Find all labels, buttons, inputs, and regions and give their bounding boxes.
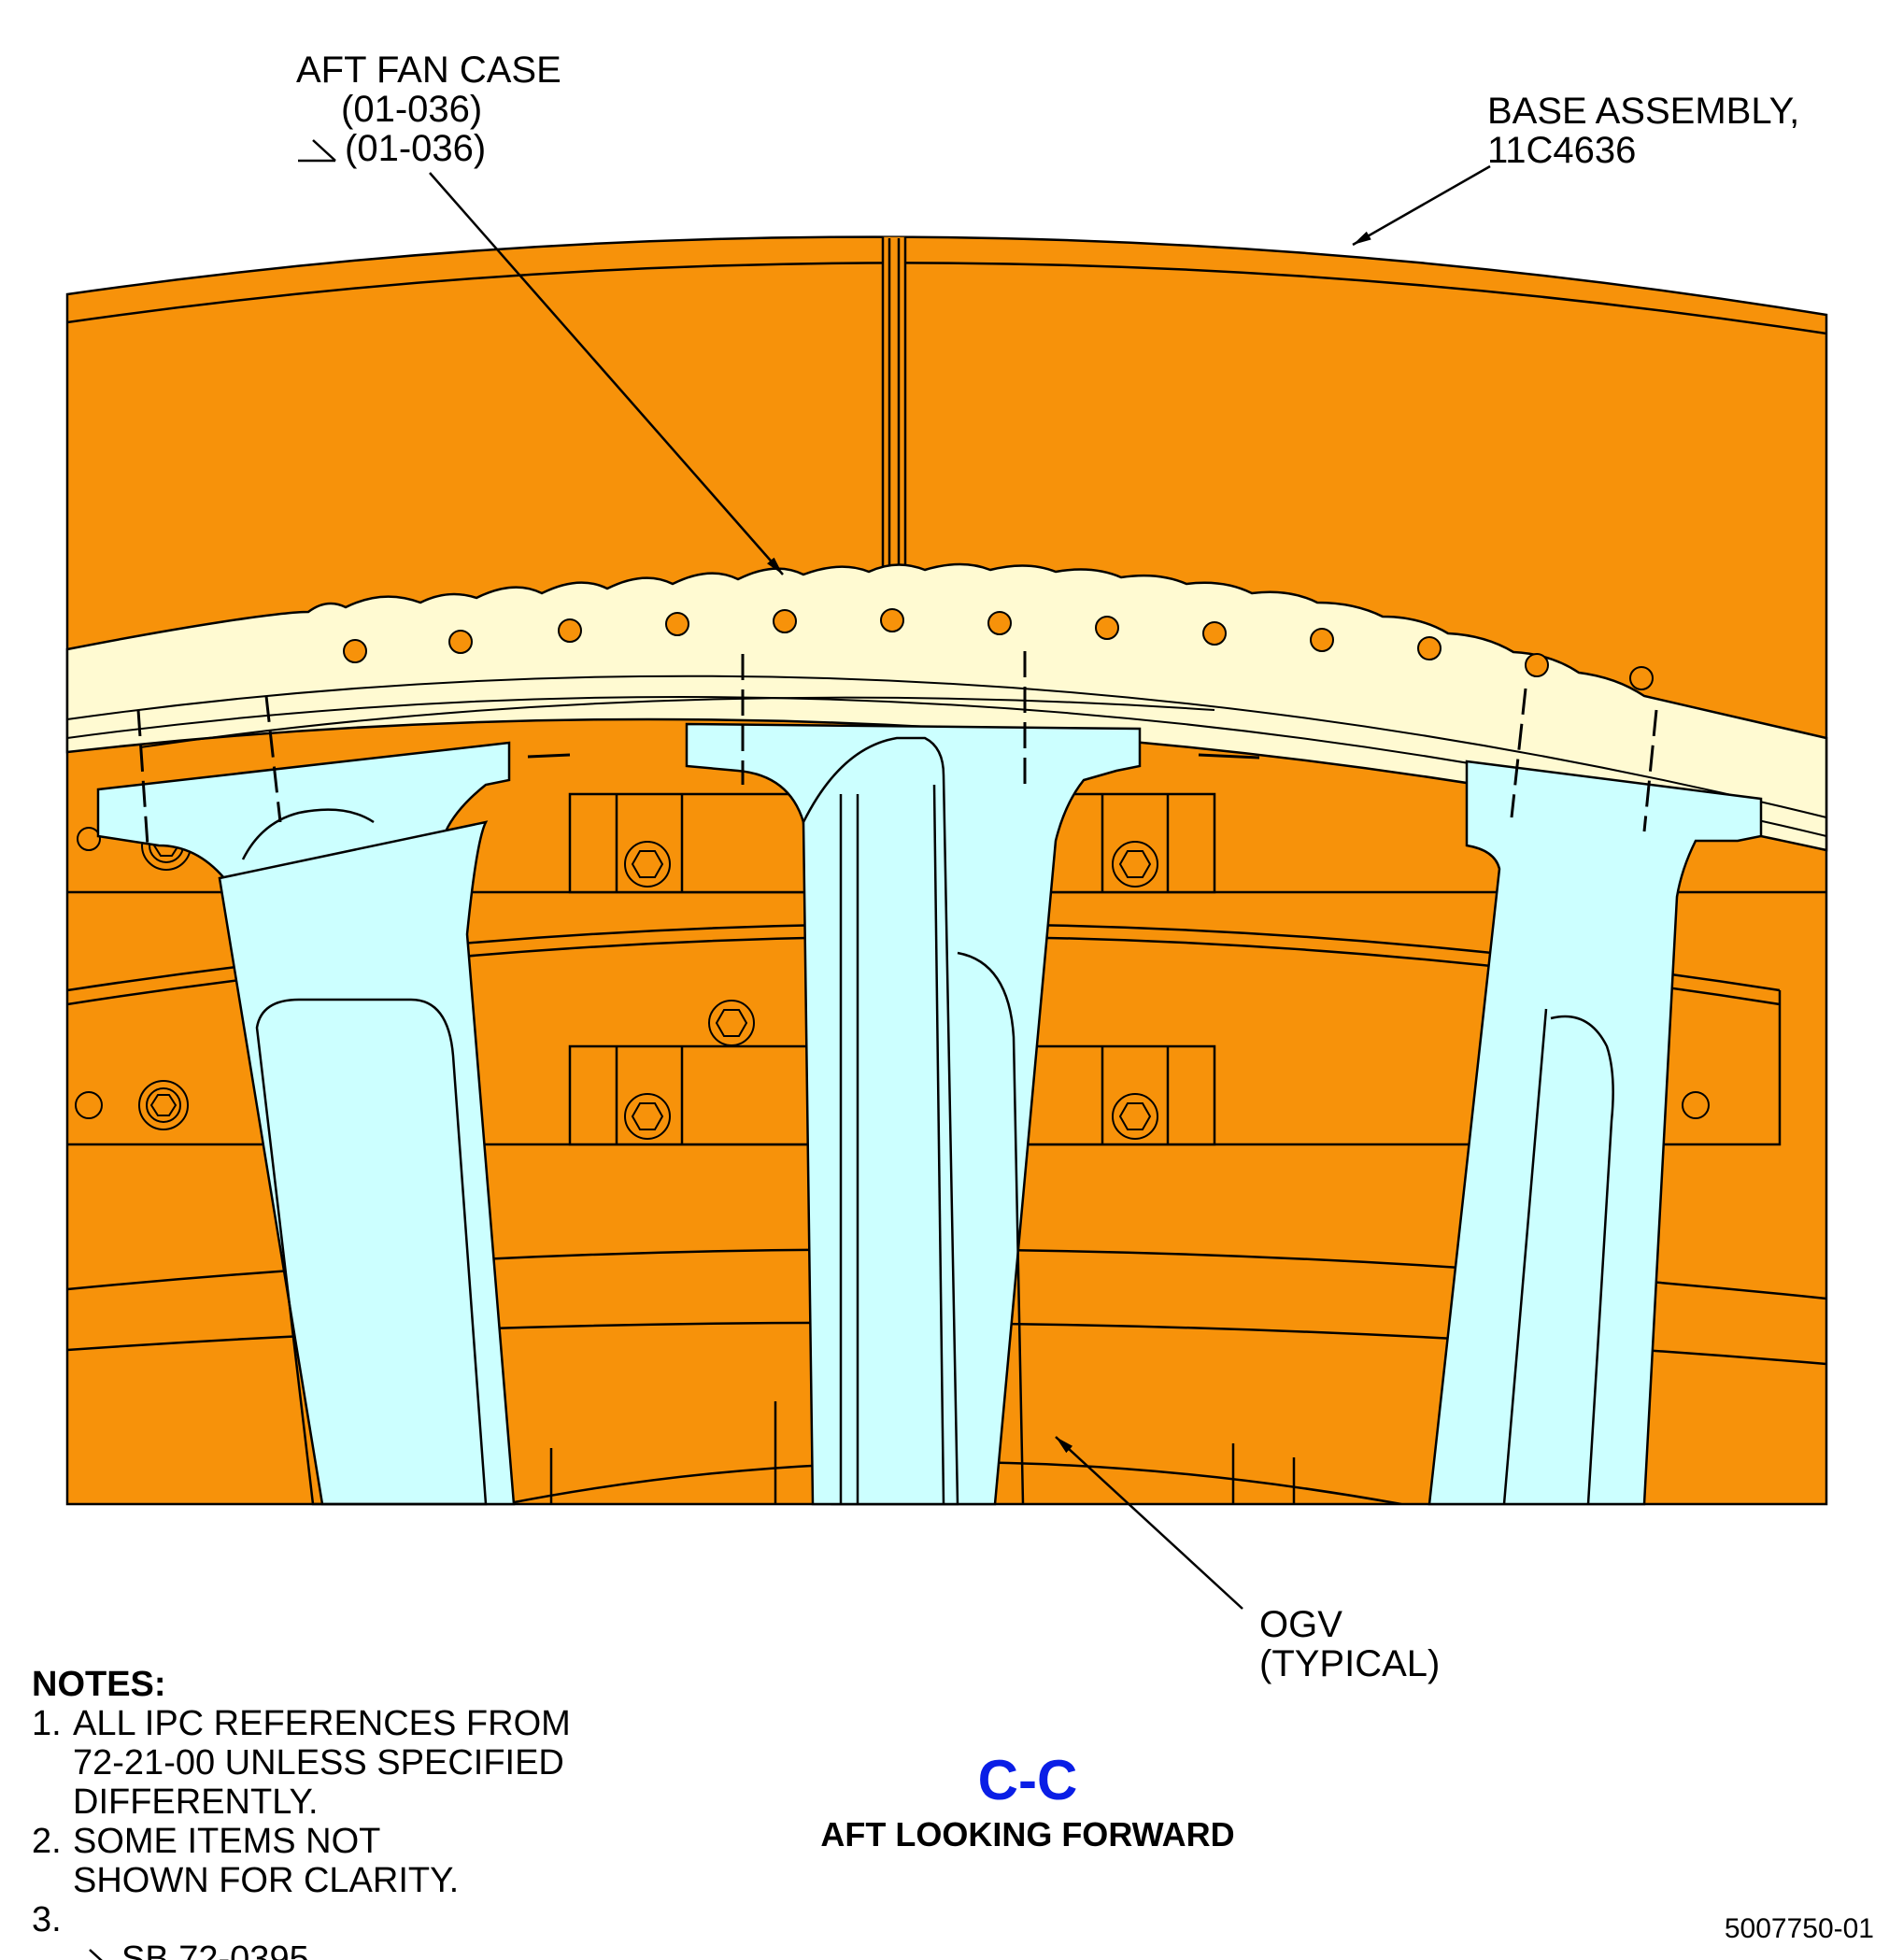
section-subtitle: AFT LOOKING FORWARD	[820, 1815, 1235, 1853]
sb-delta-icon	[298, 139, 336, 163]
flange-bolt-holes	[343, 608, 1654, 690]
notes-block: NOTES: 1. ALL IPC REFERENCES FROM 72-21-…	[32, 1665, 571, 1960]
aft-fan-case-ref: (01-036)	[341, 89, 483, 130]
base-assembly-callout: BASE ASSEMBLY, 11C4636	[1487, 92, 1799, 170]
sb-delta-icon	[89, 1949, 103, 1960]
ogv-vane-center	[685, 722, 1142, 1506]
note-number: 3.	[32, 1900, 62, 1939]
leader-base-assembly	[1352, 164, 1491, 247]
fan-case-flange	[65, 562, 1828, 852]
ogv-label: OGV	[1259, 1604, 1342, 1645]
section-title: C-C	[977, 1749, 1078, 1811]
stiffener-rib	[881, 236, 907, 581]
base-assembly-part-number: 11C4636	[1487, 130, 1637, 171]
ogv-qualifier: (TYPICAL)	[1259, 1643, 1441, 1684]
note-item: 3. SB 72-0395.	[32, 1900, 571, 1960]
leader-ogv	[1055, 1436, 1243, 1610]
aft-fan-case-label: AFT FAN CASE	[296, 50, 561, 91]
ogv-vane-right	[1427, 760, 1763, 1506]
note-number: 1.	[32, 1704, 62, 1743]
note-text: ALL IPC REFERENCES FROM 72-21-00 UNLESS …	[73, 1704, 571, 1822]
note-text: SOME ITEMS NOT SHOWN FOR CLARITY.	[73, 1822, 460, 1900]
note-item: 1. ALL IPC REFERENCES FROM 72-21-00 UNLE…	[32, 1704, 571, 1822]
aft-fan-case-ref-sb: (01-036)	[345, 128, 487, 169]
leader-aft-fan-case	[429, 172, 784, 575]
notes-heading: NOTES:	[32, 1665, 166, 1704]
figure-id: 5007750-01	[1724, 1913, 1874, 1944]
note-item: 2. SOME ITEMS NOT SHOWN FOR CLARITY.	[32, 1822, 571, 1900]
base-assembly-label: BASE ASSEMBLY,	[1487, 91, 1800, 132]
ogv-callout: OGV (TYPICAL)	[1259, 1605, 1440, 1683]
aft-fan-case-callout: AFT FAN CASE (01-036) (01-036)	[296, 50, 561, 168]
note-number: 2.	[32, 1822, 62, 1861]
note-text: SB 72-0395.	[121, 1939, 320, 1960]
ogv-vane-left	[96, 741, 516, 1506]
